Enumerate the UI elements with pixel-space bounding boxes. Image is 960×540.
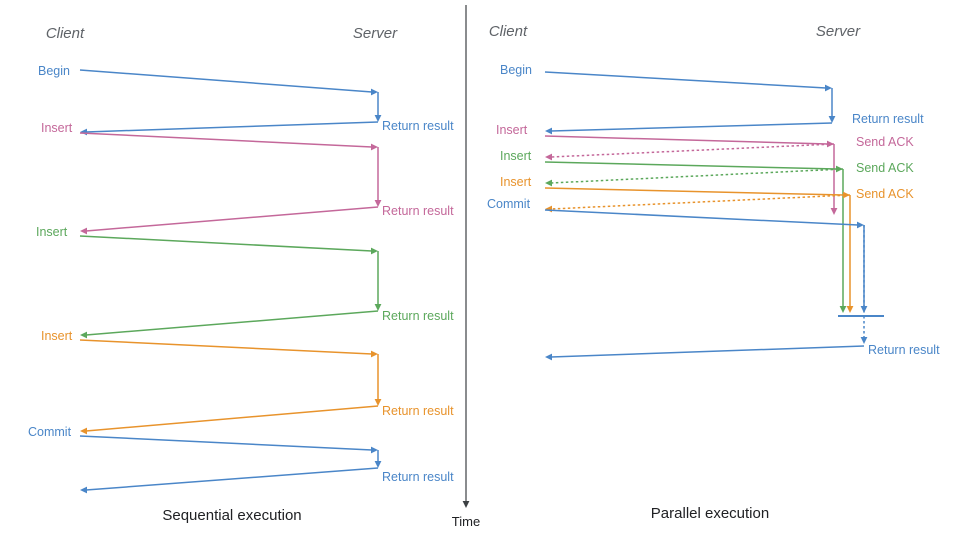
ack-arrow-head xyxy=(545,127,552,135)
ack-arrow-head xyxy=(545,153,552,161)
reply-label: Return result xyxy=(382,119,454,133)
ack-arrow-line xyxy=(550,194,851,210)
request-arrow-line xyxy=(79,235,373,252)
request-arrow-line xyxy=(544,187,845,196)
panel-caption-parallel: Parallel execution xyxy=(651,505,769,522)
request-label: Begin xyxy=(38,64,70,78)
processing-bar-arrow-head xyxy=(860,306,868,313)
request-arrow-line xyxy=(79,69,373,93)
processing-bar-arrow-head xyxy=(846,306,854,313)
processing-bar-arrow-head xyxy=(839,306,847,313)
final-reply-arrow-line xyxy=(550,345,865,358)
request-arrow-line xyxy=(79,132,373,148)
request-arrow-head xyxy=(371,247,378,255)
ack-arrow-line xyxy=(550,143,835,158)
processing-bar-arrow-head xyxy=(374,304,382,311)
processing-bar-arrow-head xyxy=(374,461,382,468)
actor-label-client-sequential: Client xyxy=(46,25,85,42)
actor-label-server-parallel: Server xyxy=(816,23,861,40)
reply-label: Return result xyxy=(382,204,454,218)
request-arrow-line xyxy=(544,209,859,226)
request-label: Insert xyxy=(500,149,532,163)
request-arrow-head xyxy=(371,88,378,96)
request-arrow-head xyxy=(371,350,378,358)
reply-arrow-line xyxy=(85,310,379,336)
ack-arrow-line xyxy=(550,168,844,184)
ack-arrow-head xyxy=(545,179,552,187)
ack-arrow-line xyxy=(550,122,833,132)
reply-arrow-line xyxy=(85,206,379,232)
request-arrow-head xyxy=(371,446,378,454)
request-label: Insert xyxy=(36,225,68,239)
request-label: Insert xyxy=(500,175,532,189)
time-axis-label: Time xyxy=(452,514,480,529)
reply-arrow-head xyxy=(80,331,87,339)
request-arrow-head xyxy=(827,140,834,148)
ack-label: Return result xyxy=(852,112,924,126)
final-reply-label: Return result xyxy=(868,343,940,357)
processing-bar-arrow-head xyxy=(828,116,836,123)
processing-bar-arrow-head xyxy=(374,200,382,207)
processing-bar-arrow-head xyxy=(374,399,382,406)
reply-label: Return result xyxy=(382,470,454,484)
reply-arrow-head xyxy=(80,128,87,136)
processing-bar-arrow-head xyxy=(830,208,838,215)
reply-arrow-line xyxy=(85,467,379,491)
actor-label-server-sequential: Server xyxy=(353,25,398,42)
actor-label-client-parallel: Client xyxy=(489,23,528,40)
request-arrow-line xyxy=(544,161,838,170)
request-arrow-line xyxy=(79,435,373,451)
reply-arrow-head xyxy=(80,427,87,435)
panel-caption-sequential: Sequential execution xyxy=(162,507,301,524)
final-result-drop-head xyxy=(860,337,868,344)
ack-arrow-head xyxy=(545,205,552,213)
processing-bar-arrow-head xyxy=(374,115,382,122)
ack-label: Send ACK xyxy=(856,135,914,149)
request-label: Commit xyxy=(28,425,72,439)
ack-label: Send ACK xyxy=(856,161,914,175)
request-arrow-head xyxy=(825,84,832,92)
request-arrow-head xyxy=(843,191,850,199)
request-arrow-line xyxy=(544,135,829,145)
reply-label: Return result xyxy=(382,404,454,418)
request-label: Insert xyxy=(41,121,73,135)
ack-label: Send ACK xyxy=(856,187,914,201)
request-label: Insert xyxy=(41,329,73,343)
time-axis-arrow-head xyxy=(462,501,470,508)
request-arrow-line xyxy=(79,339,373,355)
final-reply-arrow-head xyxy=(545,353,552,361)
request-label: Begin xyxy=(500,63,532,77)
request-label: Insert xyxy=(496,123,528,137)
request-arrow-line xyxy=(544,71,827,89)
request-label: Commit xyxy=(487,197,531,211)
request-arrow-head xyxy=(836,165,843,173)
reply-arrow-line xyxy=(85,405,379,432)
reply-arrow-head xyxy=(80,486,87,494)
sequence-step: Commit xyxy=(487,197,868,313)
reply-arrow-head xyxy=(80,227,87,235)
reply-label: Return result xyxy=(382,309,454,323)
time-axis: Time xyxy=(452,5,480,529)
reply-arrow-line xyxy=(85,121,379,133)
request-arrow-head xyxy=(857,221,864,229)
request-arrow-head xyxy=(371,143,378,151)
